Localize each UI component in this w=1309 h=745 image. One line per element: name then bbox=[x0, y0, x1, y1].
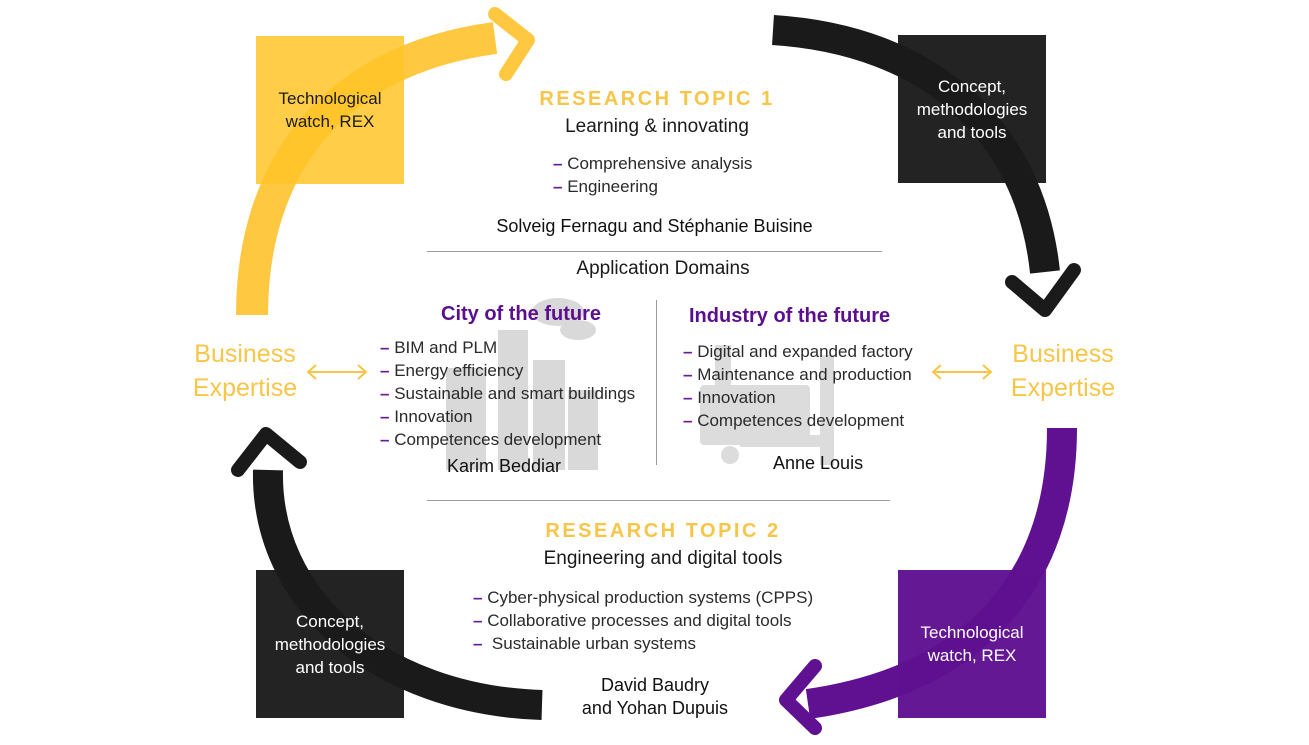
concept-tools-label: Concept, methodologies and tools bbox=[916, 76, 1028, 142]
industry-title: Industry of the future bbox=[689, 305, 891, 327]
topic1-title: RESEARCH TOPIC 1 bbox=[539, 88, 775, 110]
list-item: Innovation bbox=[683, 386, 913, 409]
black-arrowhead-left-icon bbox=[231, 427, 307, 477]
topic2-title: RESEARCH TOPIC 2 bbox=[545, 520, 781, 542]
domain-divider bbox=[656, 300, 657, 465]
list-item: BIM and PLM bbox=[380, 336, 635, 359]
list-item: Collaborative processes and digital tool… bbox=[473, 609, 813, 632]
concept-tools-label: Concept, methodologies and tools bbox=[274, 611, 386, 677]
concept-tools-box-top-right: Concept, methodologies and tools bbox=[898, 35, 1046, 183]
divider-bottom bbox=[427, 500, 890, 501]
list-item: Sustainable urban systems bbox=[473, 632, 813, 655]
list-item: Energy efficiency bbox=[380, 359, 635, 382]
tech-watch-label: Technological watch, REX bbox=[278, 89, 382, 131]
double-arrow-right-icon bbox=[931, 364, 993, 380]
topic2-names-line1: David Baudry bbox=[600, 675, 710, 695]
yellow-arrowhead-icon bbox=[488, 7, 535, 81]
industry-lead-name: Anne Louis bbox=[773, 453, 864, 473]
topic2-subtitle: Engineering and digital tools bbox=[543, 548, 783, 569]
industry-bullet-list: Digital and expanded factory Maintenance… bbox=[683, 340, 913, 432]
topic2-names-line2: and Yohan Dupuis bbox=[581, 698, 729, 718]
purple-arrowhead-icon bbox=[779, 659, 822, 735]
topic2-bullet-list: Cyber-physical production systems (CPPS)… bbox=[473, 586, 813, 655]
list-item: Maintenance and production bbox=[683, 363, 913, 386]
topic1-subtitle: Learning & innovating bbox=[565, 116, 749, 137]
topic1-bullet-list: Comprehensive analysis Engineering bbox=[553, 152, 752, 198]
list-item: Innovation bbox=[380, 405, 635, 428]
list-item: Cyber-physical production systems (CPPS) bbox=[473, 586, 813, 609]
city-bullet-list: BIM and PLM Energy efficiency Sustainabl… bbox=[380, 336, 635, 451]
list-item: Competences development bbox=[380, 428, 635, 451]
topic1-names: Solveig Fernagu and Stéphanie Buisine bbox=[496, 216, 813, 236]
application-domains-heading: Application Domains bbox=[576, 258, 750, 279]
tech-watch-box-top-left: Technological watch, REX bbox=[256, 36, 404, 184]
business-expertise-left: Business Expertise bbox=[192, 340, 298, 402]
list-item: Competences development bbox=[683, 409, 913, 432]
business-expertise-right: Business Expertise bbox=[1010, 340, 1116, 402]
divider-top bbox=[427, 251, 882, 252]
list-item: Comprehensive analysis bbox=[553, 152, 752, 175]
concept-tools-box-bottom-left: Concept, methodologies and tools bbox=[256, 570, 404, 718]
black-arrowhead-right-icon bbox=[1005, 263, 1081, 317]
list-item: Sustainable and smart buildings bbox=[380, 382, 635, 405]
tech-watch-label: Technological watch, REX bbox=[920, 623, 1024, 665]
city-title: City of the future bbox=[441, 303, 601, 325]
double-arrow-left-icon bbox=[306, 364, 368, 380]
city-lead-name: Karim Beddiar bbox=[447, 456, 562, 476]
list-item: Engineering bbox=[553, 175, 752, 198]
tech-watch-box-bottom-right: Technological watch, REX bbox=[898, 570, 1046, 718]
list-item: Digital and expanded factory bbox=[683, 340, 912, 363]
